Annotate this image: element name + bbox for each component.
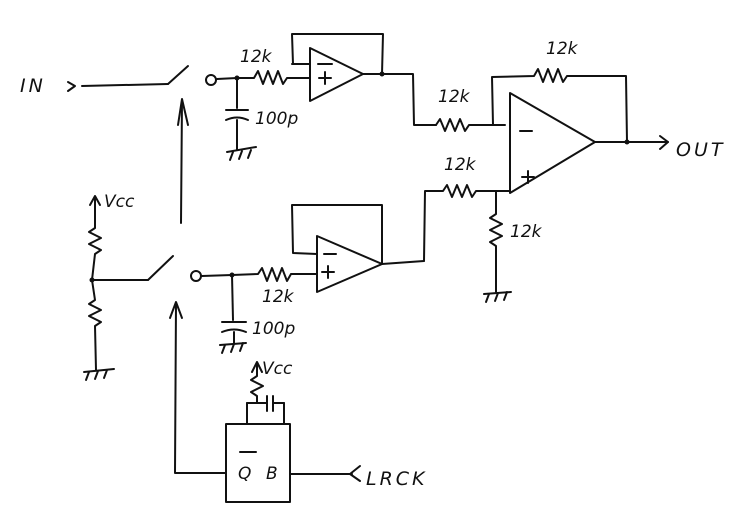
capacitor-top: 100p bbox=[225, 77, 298, 151]
flipflop-qbar-label: Q bbox=[238, 464, 251, 484]
ground-top bbox=[226, 146, 257, 161]
resistor-sum-bottom: 12k bbox=[423, 155, 511, 262]
resistor-ground: 12k bbox=[489, 190, 543, 293]
c-bottom-label: 100p bbox=[252, 319, 295, 339]
resistor-feedback: 12k bbox=[491, 39, 628, 143]
ground-divider bbox=[83, 368, 115, 381]
input-terminal: IN bbox=[20, 75, 169, 97]
opamp-top bbox=[291, 33, 384, 102]
r-ground-label: 12k bbox=[510, 222, 543, 242]
lrck-label: LRCK bbox=[366, 468, 428, 490]
r-feedback-label: 12k bbox=[546, 39, 579, 59]
flip-flop: Q B bbox=[225, 423, 291, 503]
vcc-top-label: Vcc bbox=[104, 192, 135, 212]
vcc-rc: Vcc bbox=[246, 359, 293, 425]
resistor-sum-top: 12k bbox=[435, 87, 506, 132]
capacitor-bottom: 100p bbox=[221, 274, 295, 344]
resistor-in-top: 12k bbox=[236, 47, 306, 85]
r-sum-bottom-label: 12k bbox=[444, 155, 477, 175]
r-in-bottom-label: 12k bbox=[262, 287, 295, 307]
lrck-input: LRCK bbox=[289, 465, 428, 490]
ground-sum bbox=[483, 291, 512, 303]
r-in-top-label: 12k bbox=[240, 47, 273, 67]
out-label: OUT bbox=[676, 139, 725, 161]
opamp-sum bbox=[509, 92, 596, 194]
in-label: IN bbox=[20, 75, 46, 97]
ground-bottom bbox=[219, 342, 247, 354]
flipflop-b-label: B bbox=[266, 464, 278, 484]
vcc-bottom-label: Vcc bbox=[262, 359, 293, 379]
c-top-label: 100p bbox=[255, 109, 298, 129]
vcc-divider: Vcc bbox=[88, 192, 135, 371]
top-switch bbox=[167, 65, 238, 224]
output-terminal: OUT bbox=[594, 135, 725, 161]
resistor-in-bottom: 12k bbox=[231, 267, 318, 307]
bottom-switch bbox=[147, 255, 233, 474]
opamp-bottom bbox=[291, 204, 425, 293]
r-sum-top-label: 12k bbox=[438, 87, 471, 107]
